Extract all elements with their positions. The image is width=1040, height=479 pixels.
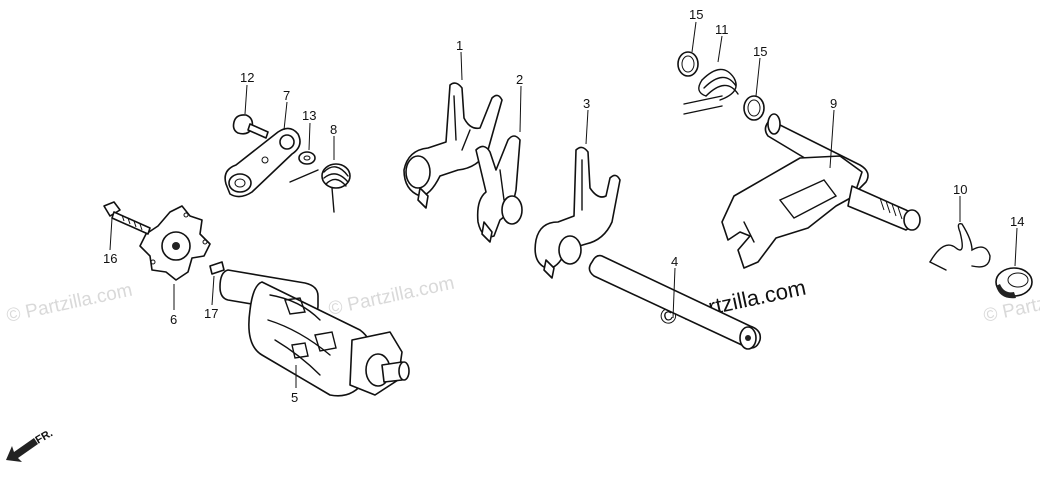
front-arrow-icon [6,438,38,462]
callout-2: 2 [516,72,523,87]
bolt [103,201,151,235]
callout-1: 1 [456,38,463,53]
fork-shaft [588,254,762,350]
callout-8: 8 [330,122,337,137]
front-direction-indicator: FR. [6,427,55,462]
callout-17: 17 [204,306,218,321]
callout-5: 5 [291,390,298,405]
leader-lines [109,21,1018,388]
watermark-faint-center: © Partzilla.com [327,273,457,320]
shift-fork-2 [475,135,523,243]
circlip-lower [743,95,765,121]
gearshift-spindle [721,113,921,269]
callout-13: 13 [302,108,316,123]
stopper-spring [289,163,351,213]
return-spring [683,68,739,115]
washer [298,151,316,165]
callout-3: 3 [583,96,590,111]
oil-seal [995,267,1033,299]
shift-drum [219,269,410,397]
callout-4: 4 [671,254,678,269]
callout-16: 16 [103,251,117,266]
callout-11: 11 [715,22,729,37]
front-label: FR. [34,427,55,446]
callout-10: 10 [953,182,967,197]
callout-14: 14 [1010,214,1024,229]
shift-fork-3 [534,146,621,279]
drum-center-plate [139,205,211,281]
circlip-upper [677,51,699,77]
watermark-faint-left: © Partzilla.com [5,280,135,327]
spindle-spring [929,222,991,271]
callout-labels: 1 2 3 4 5 6 7 8 9 10 11 12 13 14 15 15 1… [103,7,1024,405]
callout-6: 6 [170,312,177,327]
shift-fork-1 [403,82,503,209]
stopper-arm [224,127,301,198]
dowel-pin [209,261,225,275]
callout-15-lower: 15 [753,44,767,59]
callout-7: 7 [283,88,290,103]
stopper-bolt [232,114,269,139]
callout-9: 9 [830,96,837,111]
callout-15-upper: 15 [689,7,703,22]
callout-12: 12 [240,70,254,85]
